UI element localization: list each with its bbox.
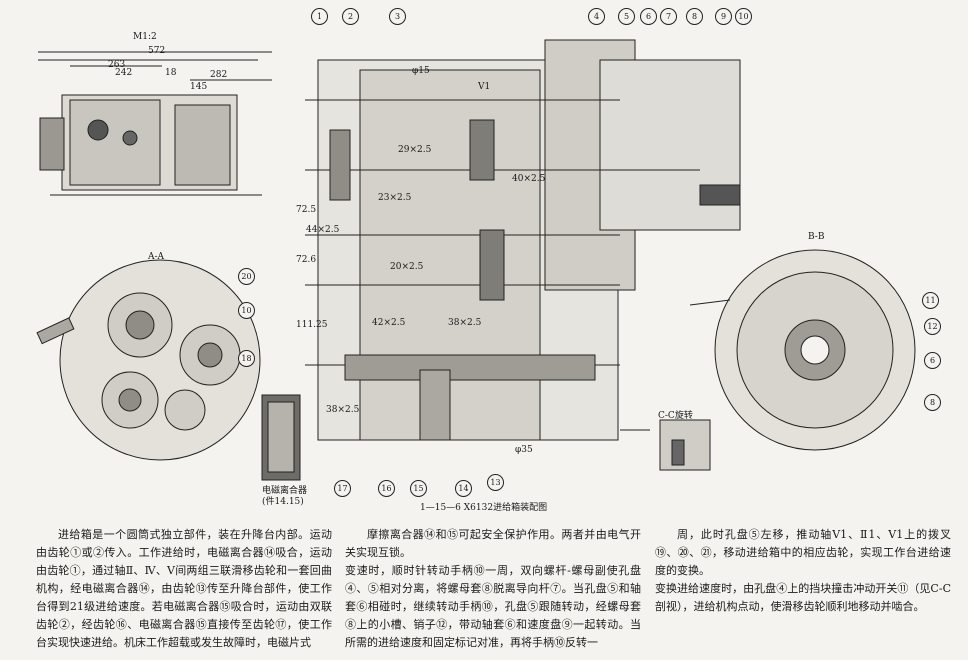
dim-42x2-5: 42×2.5 — [372, 318, 406, 328]
callout-17: 17 — [334, 480, 351, 497]
scale-label: M1:2 — [133, 32, 157, 42]
callout-11: 11 — [922, 292, 939, 309]
section-aa-label: A-A — [148, 252, 165, 262]
callout-18: 18 — [238, 350, 255, 367]
dim-145: 145 — [190, 82, 208, 92]
callout-13: 13 — [487, 474, 504, 491]
dim-263: 263 — [108, 60, 126, 70]
section-bb-label: B-B — [808, 232, 825, 242]
callout-10: 10 — [735, 8, 752, 25]
callout-6-b: 6 — [924, 352, 941, 369]
dim-18: 18 — [165, 68, 177, 78]
callout-8: 8 — [686, 8, 703, 25]
clutch-detail — [261, 394, 301, 481]
callout-5: 5 — [618, 8, 635, 25]
callout-10-b: 10 — [238, 302, 255, 319]
dim-72-5: 72.5 — [296, 205, 317, 215]
dim-20x2-5: 20×2.5 — [390, 262, 424, 272]
section-bb — [689, 249, 916, 451]
text-column-2: 摩擦离合器⑭和⑮可起安全保护作用。两者并由电气开关实现互锁。 变速时，顺时针转动… — [345, 526, 641, 652]
callout-3: 3 — [389, 8, 406, 25]
dim-242: 242 — [115, 68, 133, 78]
callout-1: 1 — [311, 8, 328, 25]
text-column-1-body: 进给箱是一个圆筒式独立部件，装在升降台内部。运动由齿轮①或②传入。工作进给时，电… — [36, 528, 332, 649]
section-cc-label: C-C旋转 — [658, 411, 693, 421]
callout-20: 20 — [238, 268, 255, 285]
clutch-sublabel: (件14.15) — [262, 497, 304, 507]
dim-72-6: 72.6 — [296, 255, 317, 265]
callout-7: 7 — [660, 8, 677, 25]
outline-view — [38, 51, 272, 196]
dim-111-25: 111.25 — [296, 320, 328, 330]
dim-29x2-5: 29×2.5 — [398, 145, 432, 155]
callout-16: 16 — [378, 480, 395, 497]
figure-caption: 1—15—6 X6132进给箱装配图 — [420, 503, 548, 513]
dim-phi15: φ15 — [412, 66, 430, 76]
dim-282: 282 — [210, 70, 228, 80]
callout-14: 14 — [455, 480, 472, 497]
section-aa — [36, 259, 261, 461]
dim-44x2-5: 44×2.5 — [306, 225, 340, 235]
callout-15: 15 — [410, 480, 427, 497]
dim-23x2-5: 23×2.5 — [378, 193, 412, 203]
text-column-3-body: 周，此时孔盘⑤左移，推动轴V1、Ⅱ1、V1上的拨叉⑲、⑳、㉑，移动进给箱中的相应… — [655, 528, 951, 613]
main-section — [305, 39, 741, 441]
dim-38x2-5-b: 38×2.5 — [448, 318, 482, 328]
text-column-3: 周，此时孔盘⑤左移，推动轴V1、Ⅱ1、V1上的拨叉⑲、⑳、㉑，移动进给箱中的相应… — [655, 526, 951, 616]
clutch-label: 电磁离合器 — [262, 486, 308, 496]
dim-phi35: φ35 — [515, 445, 533, 455]
section-cc — [659, 419, 711, 471]
dim-v1: V1 — [478, 82, 491, 92]
text-column-2-body: 摩擦离合器⑭和⑮可起安全保护作用。两者并由电气开关实现互锁。 变速时，顺时针转动… — [345, 528, 641, 649]
assembly-drawing: M1:2 A-A B-B C-C旋转 电磁离合器 (件14.15) 572 26… — [36, 8, 941, 507]
dim-572: 572 — [148, 46, 166, 56]
text-column-1: 进给箱是一个圆筒式独立部件，装在升降台内部。运动由齿轮①或②传入。工作进给时，电… — [36, 526, 332, 652]
callout-4: 4 — [588, 8, 605, 25]
dim-40x2-5: 40×2.5 — [512, 174, 546, 184]
callout-8-b: 8 — [924, 394, 941, 411]
callout-12: 12 — [924, 318, 941, 335]
callout-6: 6 — [640, 8, 657, 25]
dim-38x2-5: 38×2.5 — [326, 405, 360, 415]
callout-2: 2 — [342, 8, 359, 25]
callout-9: 9 — [715, 8, 732, 25]
